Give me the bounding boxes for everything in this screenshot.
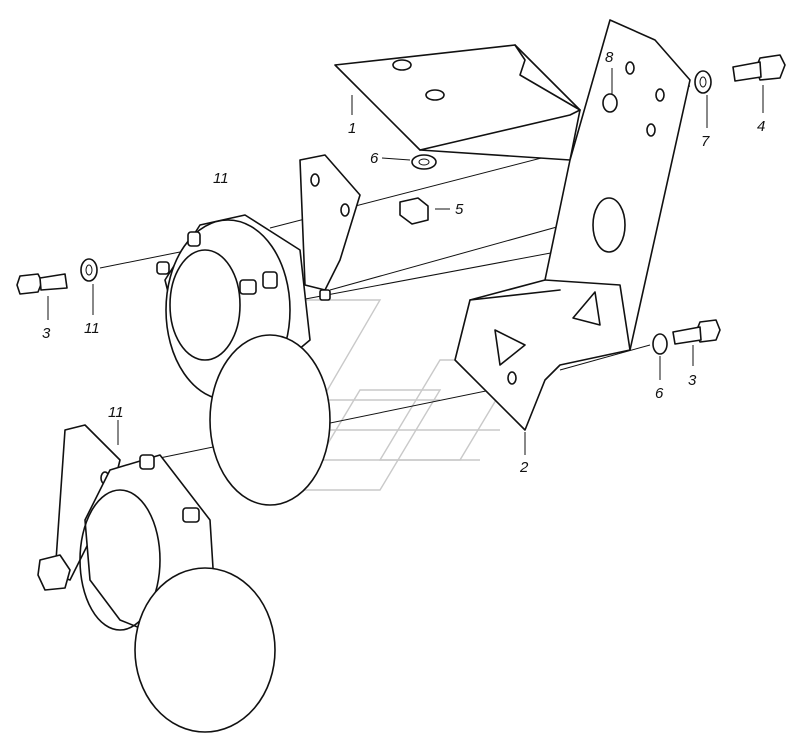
fasteners xyxy=(16,54,786,355)
callout-labels: 1 2 3 3 4 5 6 6 7 8 11 11 11 xyxy=(42,49,765,476)
label-part-8: 8 xyxy=(605,49,614,66)
label-part-6-top: 6 xyxy=(370,150,379,167)
label-part-11-top: 11 xyxy=(213,170,229,187)
label-part-1: 1 xyxy=(348,120,356,137)
label-part-3-right: 3 xyxy=(688,372,697,389)
label-part-5: 5 xyxy=(455,201,464,218)
main-bracket xyxy=(454,19,691,431)
upper-horn xyxy=(156,154,361,506)
label-part-4: 4 xyxy=(757,118,765,135)
label-part-11-left: 11 xyxy=(84,320,100,337)
lower-horn xyxy=(37,424,276,733)
label-part-2: 2 xyxy=(519,459,529,476)
label-part-7: 7 xyxy=(701,133,710,150)
upper-bracket xyxy=(334,44,581,161)
label-part-11-bottom: 11 xyxy=(108,404,124,421)
label-part-3-left: 3 xyxy=(42,325,51,342)
label-part-6-bottom: 6 xyxy=(655,385,664,402)
leader-lines xyxy=(47,68,764,455)
